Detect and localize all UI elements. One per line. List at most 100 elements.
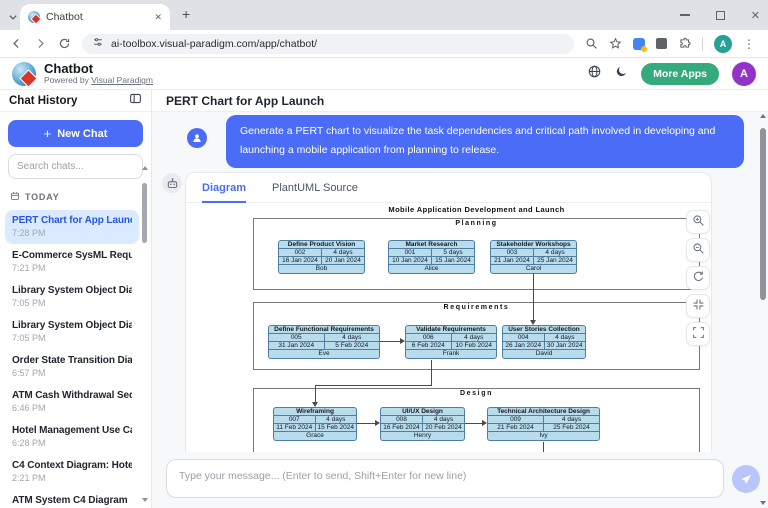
scroll-down-arrow-icon[interactable] bbox=[760, 501, 766, 505]
sidebar-scrollbar[interactable] bbox=[141, 166, 149, 502]
dependency-line bbox=[315, 385, 316, 402]
search-input[interactable] bbox=[17, 161, 134, 172]
extension-dark-icon[interactable] bbox=[656, 38, 667, 49]
chat-item-time: 2:21 PM bbox=[12, 473, 46, 483]
chat-main-column: PERT Chart for App Launch Generate a PER… bbox=[152, 90, 768, 508]
chat-item-time: 6:46 PM bbox=[12, 403, 46, 413]
zoom-in-button[interactable] bbox=[686, 210, 710, 234]
collapse-sidebar-icon[interactable] bbox=[129, 92, 142, 110]
message-input[interactable] bbox=[179, 470, 711, 482]
task-name: Wireframing bbox=[274, 408, 356, 416]
window-close-icon[interactable]: ✕ bbox=[750, 9, 760, 22]
task-name: Stakeholder Workshops bbox=[491, 241, 576, 249]
task-owner: Frank bbox=[442, 350, 460, 357]
section-label: Design bbox=[460, 390, 493, 397]
task-owner: Alice bbox=[424, 265, 439, 272]
chat-history-item[interactable]: ATM Cash Withdrawal Seque...6:46 PM bbox=[5, 385, 139, 419]
chat-item-time: 7:28 PM bbox=[12, 228, 46, 238]
user-avatar[interactable]: A bbox=[732, 61, 756, 86]
send-button[interactable] bbox=[732, 465, 760, 493]
task-end-date: 10 Feb 2024 bbox=[450, 342, 497, 349]
new-chat-button[interactable]: +New Chat bbox=[8, 120, 143, 147]
tab-close-icon[interactable]: ✕ bbox=[154, 11, 162, 22]
language-globe-icon[interactable] bbox=[587, 64, 602, 84]
task-end-date: 30 Jan 2024 bbox=[543, 342, 586, 349]
task-end-date: 20 Jan 2024 bbox=[321, 257, 364, 264]
scroll-up-arrow-icon[interactable] bbox=[142, 166, 148, 170]
dark-mode-moon-icon[interactable] bbox=[615, 65, 628, 83]
tab-diagram[interactable]: Diagram bbox=[202, 173, 247, 203]
task-name: Technical Architecture Design bbox=[488, 408, 599, 416]
task-start-date: 10 Jan 2024 bbox=[392, 257, 428, 264]
back-icon[interactable] bbox=[10, 37, 23, 50]
task-duration: 4 days bbox=[543, 334, 586, 341]
window-maximize-icon[interactable] bbox=[715, 10, 725, 20]
reset-view-button[interactable] bbox=[686, 266, 710, 290]
task-start-date: 6 Feb 2024 bbox=[411, 342, 445, 349]
fit-view-icon bbox=[692, 298, 705, 314]
zoom-page-icon[interactable] bbox=[585, 37, 598, 50]
task-name: User Stories Collection bbox=[503, 326, 585, 334]
message-input-box[interactable] bbox=[166, 459, 724, 498]
visual-paradigm-link[interactable]: Visual Paradigm bbox=[91, 74, 153, 85]
extensions-puzzle-icon[interactable] bbox=[678, 37, 691, 50]
dependency-arrowhead-icon bbox=[482, 419, 487, 426]
window-minimize-icon[interactable] bbox=[679, 14, 690, 16]
chat-history-item[interactable]: Hotel Management Use Case6:28 PM bbox=[5, 420, 139, 454]
browser-tab[interactable]: Chatbot ✕ bbox=[20, 4, 170, 30]
task-id: 009 bbox=[510, 416, 521, 423]
task-id-duration-row: 004 4 days bbox=[503, 334, 585, 342]
chat-history-item[interactable]: C4 Context Diagram: Hotel ... 2:21 PM bbox=[5, 455, 139, 489]
chat-item-title: C4 Context Diagram: Hotel ... bbox=[12, 460, 132, 471]
fullscreen-button[interactable] bbox=[686, 322, 710, 346]
scroll-down-arrow-icon[interactable] bbox=[142, 498, 148, 502]
zoom-out-button[interactable] bbox=[686, 238, 710, 262]
scrollbar-thumb[interactable] bbox=[760, 128, 766, 300]
chat-history-item[interactable]: ATM System C4 Diagram2:08 PM bbox=[5, 490, 139, 508]
tab-plantuml-source[interactable]: PlantUML Source bbox=[272, 181, 358, 194]
scrollbar-thumb[interactable] bbox=[142, 183, 147, 243]
task-id: 004 bbox=[517, 334, 529, 341]
reload-icon[interactable] bbox=[58, 37, 71, 50]
url-bar[interactable]: ai-toolbox.visual-paradigm.com/app/chatb… bbox=[82, 33, 574, 54]
browser-profile-avatar[interactable]: A bbox=[714, 34, 732, 53]
bookmark-star-icon[interactable] bbox=[609, 37, 622, 50]
more-apps-button[interactable]: More Apps bbox=[641, 62, 719, 85]
task-duration: 4 days bbox=[450, 334, 497, 341]
diagram-response-card: Diagram PlantUML Source Mobile Applicatio… bbox=[185, 172, 712, 452]
chat-history-item[interactable]: Library System Object Diagr...7:05 PM bbox=[5, 280, 139, 314]
window-controls: ✕ bbox=[679, 0, 760, 30]
fit-view-button[interactable] bbox=[686, 294, 710, 318]
diagram-title: Mobile Application Development and Launc… bbox=[388, 205, 565, 214]
task-duration: 5 days bbox=[431, 249, 474, 256]
task-end-date: 25 Feb 2024 bbox=[543, 424, 599, 431]
search-chats-box[interactable] bbox=[8, 154, 143, 179]
scroll-up-arrow-icon[interactable] bbox=[760, 114, 766, 118]
tab-search-chevron-icon[interactable] bbox=[8, 9, 18, 27]
site-controls-tune-icon[interactable] bbox=[92, 35, 104, 53]
pert-diagram[interactable]: Mobile Application Development and Launc… bbox=[186, 203, 711, 452]
chat-scrollbar[interactable] bbox=[759, 114, 767, 505]
forward-icon[interactable] bbox=[34, 37, 47, 50]
message-input-area bbox=[152, 452, 768, 508]
task-id: 005 bbox=[290, 334, 302, 341]
new-tab-button[interactable]: + bbox=[182, 6, 191, 22]
chat-item-time: 6:57 PM bbox=[12, 368, 46, 378]
chat-history-item[interactable]: Library System Object Diagr...7:05 PM bbox=[5, 315, 139, 349]
url-text[interactable]: ai-toolbox.visual-paradigm.com/app/chatb… bbox=[111, 37, 318, 50]
task-end-date: 25 Jan 2024 bbox=[533, 257, 576, 264]
task-id: 002 bbox=[294, 249, 306, 256]
browser-menu-icon[interactable]: ⋮ bbox=[743, 36, 755, 51]
extension-drive-icon[interactable] bbox=[633, 37, 647, 52]
chat-history-item[interactable]: E-Commerce SysML Require...7:21 PM bbox=[5, 245, 139, 279]
chat-history-item[interactable]: Order State Transition Diagra...6:57 PM bbox=[5, 350, 139, 384]
